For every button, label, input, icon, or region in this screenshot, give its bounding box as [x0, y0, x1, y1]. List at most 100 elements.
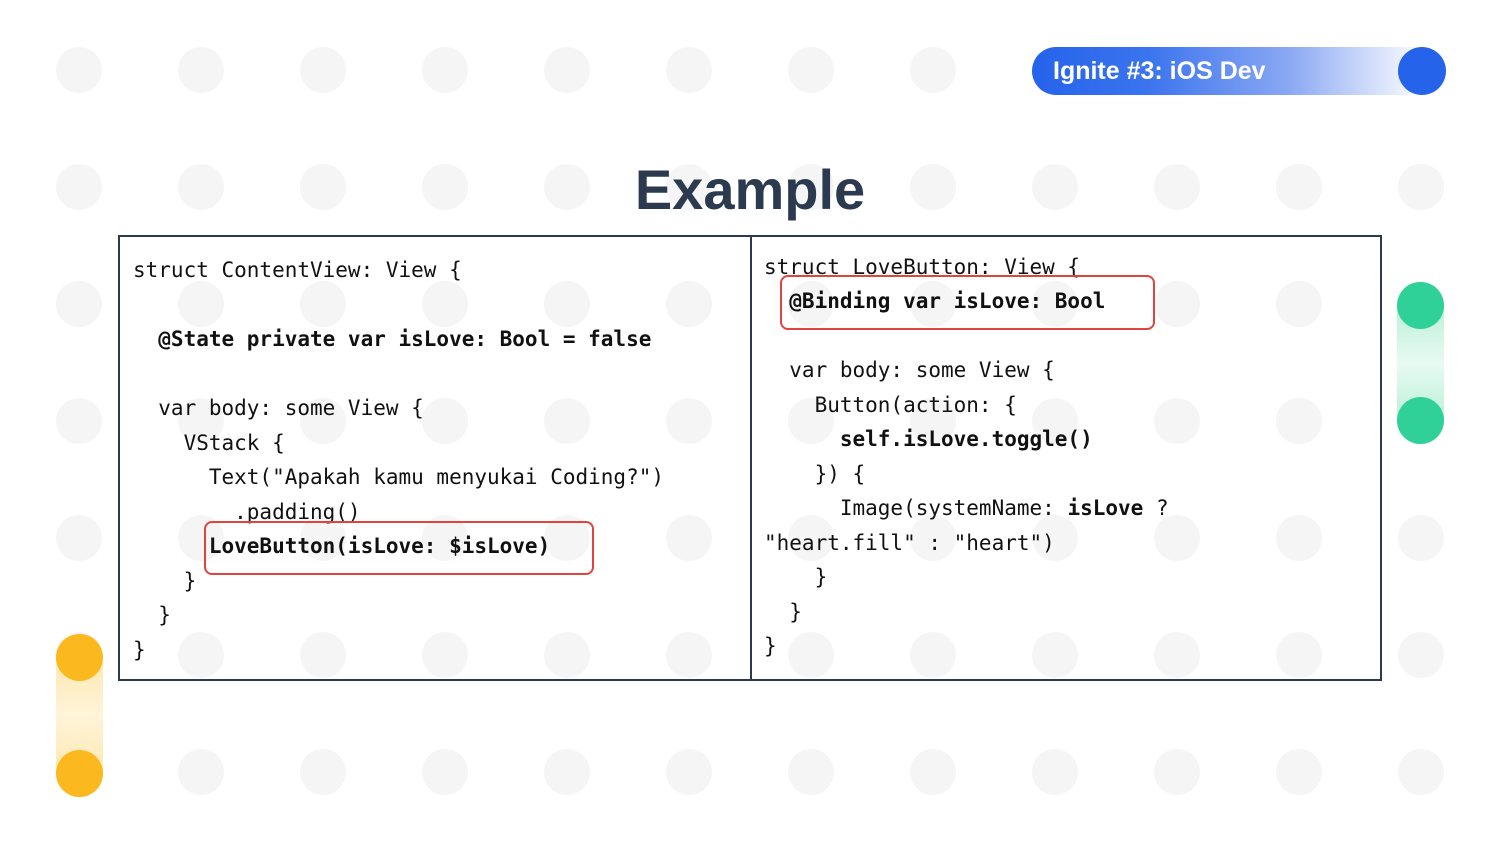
background-dot — [544, 749, 590, 795]
background-dot — [300, 281, 346, 327]
background-dot — [1032, 398, 1078, 444]
background-dot — [666, 398, 712, 444]
background-dot — [788, 164, 834, 210]
background-dot — [666, 515, 712, 561]
background-dot — [56, 47, 102, 93]
background-dot — [1032, 164, 1078, 210]
background-dot — [910, 281, 956, 327]
background-dot — [300, 47, 346, 93]
background-dot — [1032, 515, 1078, 561]
background-dot — [1154, 632, 1200, 678]
background-dot — [178, 749, 224, 795]
code-line: } — [133, 569, 197, 593]
background-dot — [178, 164, 224, 210]
code-line: .padding() — [133, 500, 361, 524]
background-dot — [178, 632, 224, 678]
yellow-pill-cap-bottom — [56, 750, 103, 797]
background-dot — [300, 398, 346, 444]
code-line-image: Image(systemName: isLove ? — [764, 494, 1169, 522]
background-dot — [1154, 398, 1200, 444]
background-dot — [178, 281, 224, 327]
background-dot — [1398, 164, 1444, 210]
background-dot — [300, 164, 346, 210]
background-dot — [1398, 632, 1444, 678]
background-dot — [910, 47, 956, 93]
background-dot — [1032, 281, 1078, 327]
green-pill-cap-bottom — [1397, 397, 1444, 444]
background-dot — [910, 632, 956, 678]
background-dot — [422, 632, 468, 678]
background-dot — [1398, 749, 1444, 795]
background-dot — [178, 47, 224, 93]
background-dot — [56, 398, 102, 444]
event-badge: Ignite #3: iOS Dev — [1032, 47, 1446, 95]
code-line: var body: some View { — [133, 396, 424, 420]
green-pill-decoration — [1397, 282, 1444, 444]
badge-circle-decoration — [1398, 47, 1446, 95]
background-dot — [1276, 749, 1322, 795]
code-line: Text("Apakah kamu menyukai Coding?") — [133, 465, 665, 489]
highlight-box-binding — [780, 275, 1155, 330]
code-line: } — [764, 634, 777, 658]
code-line: }) { — [764, 462, 866, 486]
background-dot — [1276, 398, 1322, 444]
background-dot — [666, 164, 712, 210]
code-text-bold: isLove — [1067, 496, 1144, 520]
background-dot — [910, 515, 956, 561]
background-dot — [300, 632, 346, 678]
highlight-box-lovebutton — [204, 521, 594, 575]
code-line: VStack { — [133, 431, 285, 455]
code-line: "heart.fill" : "heart") — [764, 531, 1055, 555]
code-line: } — [764, 565, 828, 589]
background-dot — [788, 281, 834, 327]
background-dot — [788, 632, 834, 678]
code-line: Button(action: { — [764, 393, 1017, 417]
event-badge-label: Ignite #3: iOS Dev — [1053, 57, 1266, 85]
background-dot — [422, 749, 468, 795]
green-pill-cap-top — [1397, 282, 1444, 329]
background-dot — [422, 398, 468, 444]
yellow-pill-decoration — [56, 634, 103, 797]
background-dot — [1276, 515, 1322, 561]
background-dot — [422, 281, 468, 327]
background-dot — [56, 164, 102, 210]
background-dot — [910, 398, 956, 444]
background-dot — [788, 47, 834, 93]
code-line-lovebutton-call: LoveButton(isLove: $isLove) — [133, 534, 551, 558]
background-dot — [300, 749, 346, 795]
background-dot — [1154, 164, 1200, 210]
background-dot — [544, 164, 590, 210]
background-dot — [788, 398, 834, 444]
background-dot — [422, 47, 468, 93]
background-dot — [666, 47, 712, 93]
yellow-pill-cap-top — [56, 634, 103, 681]
background-dot — [1154, 749, 1200, 795]
background-dot — [1276, 281, 1322, 327]
background-dot — [56, 515, 102, 561]
background-dot — [910, 749, 956, 795]
background-dot — [1154, 515, 1200, 561]
background-dot — [544, 632, 590, 678]
background-dot — [666, 632, 712, 678]
code-line-toggle: self.isLove.toggle() — [764, 427, 1093, 451]
background-dot — [1032, 632, 1078, 678]
code-line: var body: some View { — [764, 358, 1055, 382]
background-dot — [1276, 164, 1322, 210]
background-dot — [666, 281, 712, 327]
background-dot — [788, 515, 834, 561]
background-dot — [422, 164, 468, 210]
background-dot — [544, 398, 590, 444]
background-dot — [544, 281, 590, 327]
background-dot — [910, 164, 956, 210]
code-line: struct ContentView: View { — [133, 258, 462, 282]
background-dot — [666, 749, 712, 795]
background-dot — [1154, 281, 1200, 327]
background-dot — [178, 398, 224, 444]
code-line-state: @State private var isLove: Bool = false — [133, 327, 652, 351]
code-line: } — [133, 603, 171, 627]
background-dot — [56, 281, 102, 327]
background-dot — [1032, 749, 1078, 795]
code-line: } — [133, 638, 146, 662]
code-comparison-table: struct ContentView: View { @State privat… — [118, 235, 1382, 681]
